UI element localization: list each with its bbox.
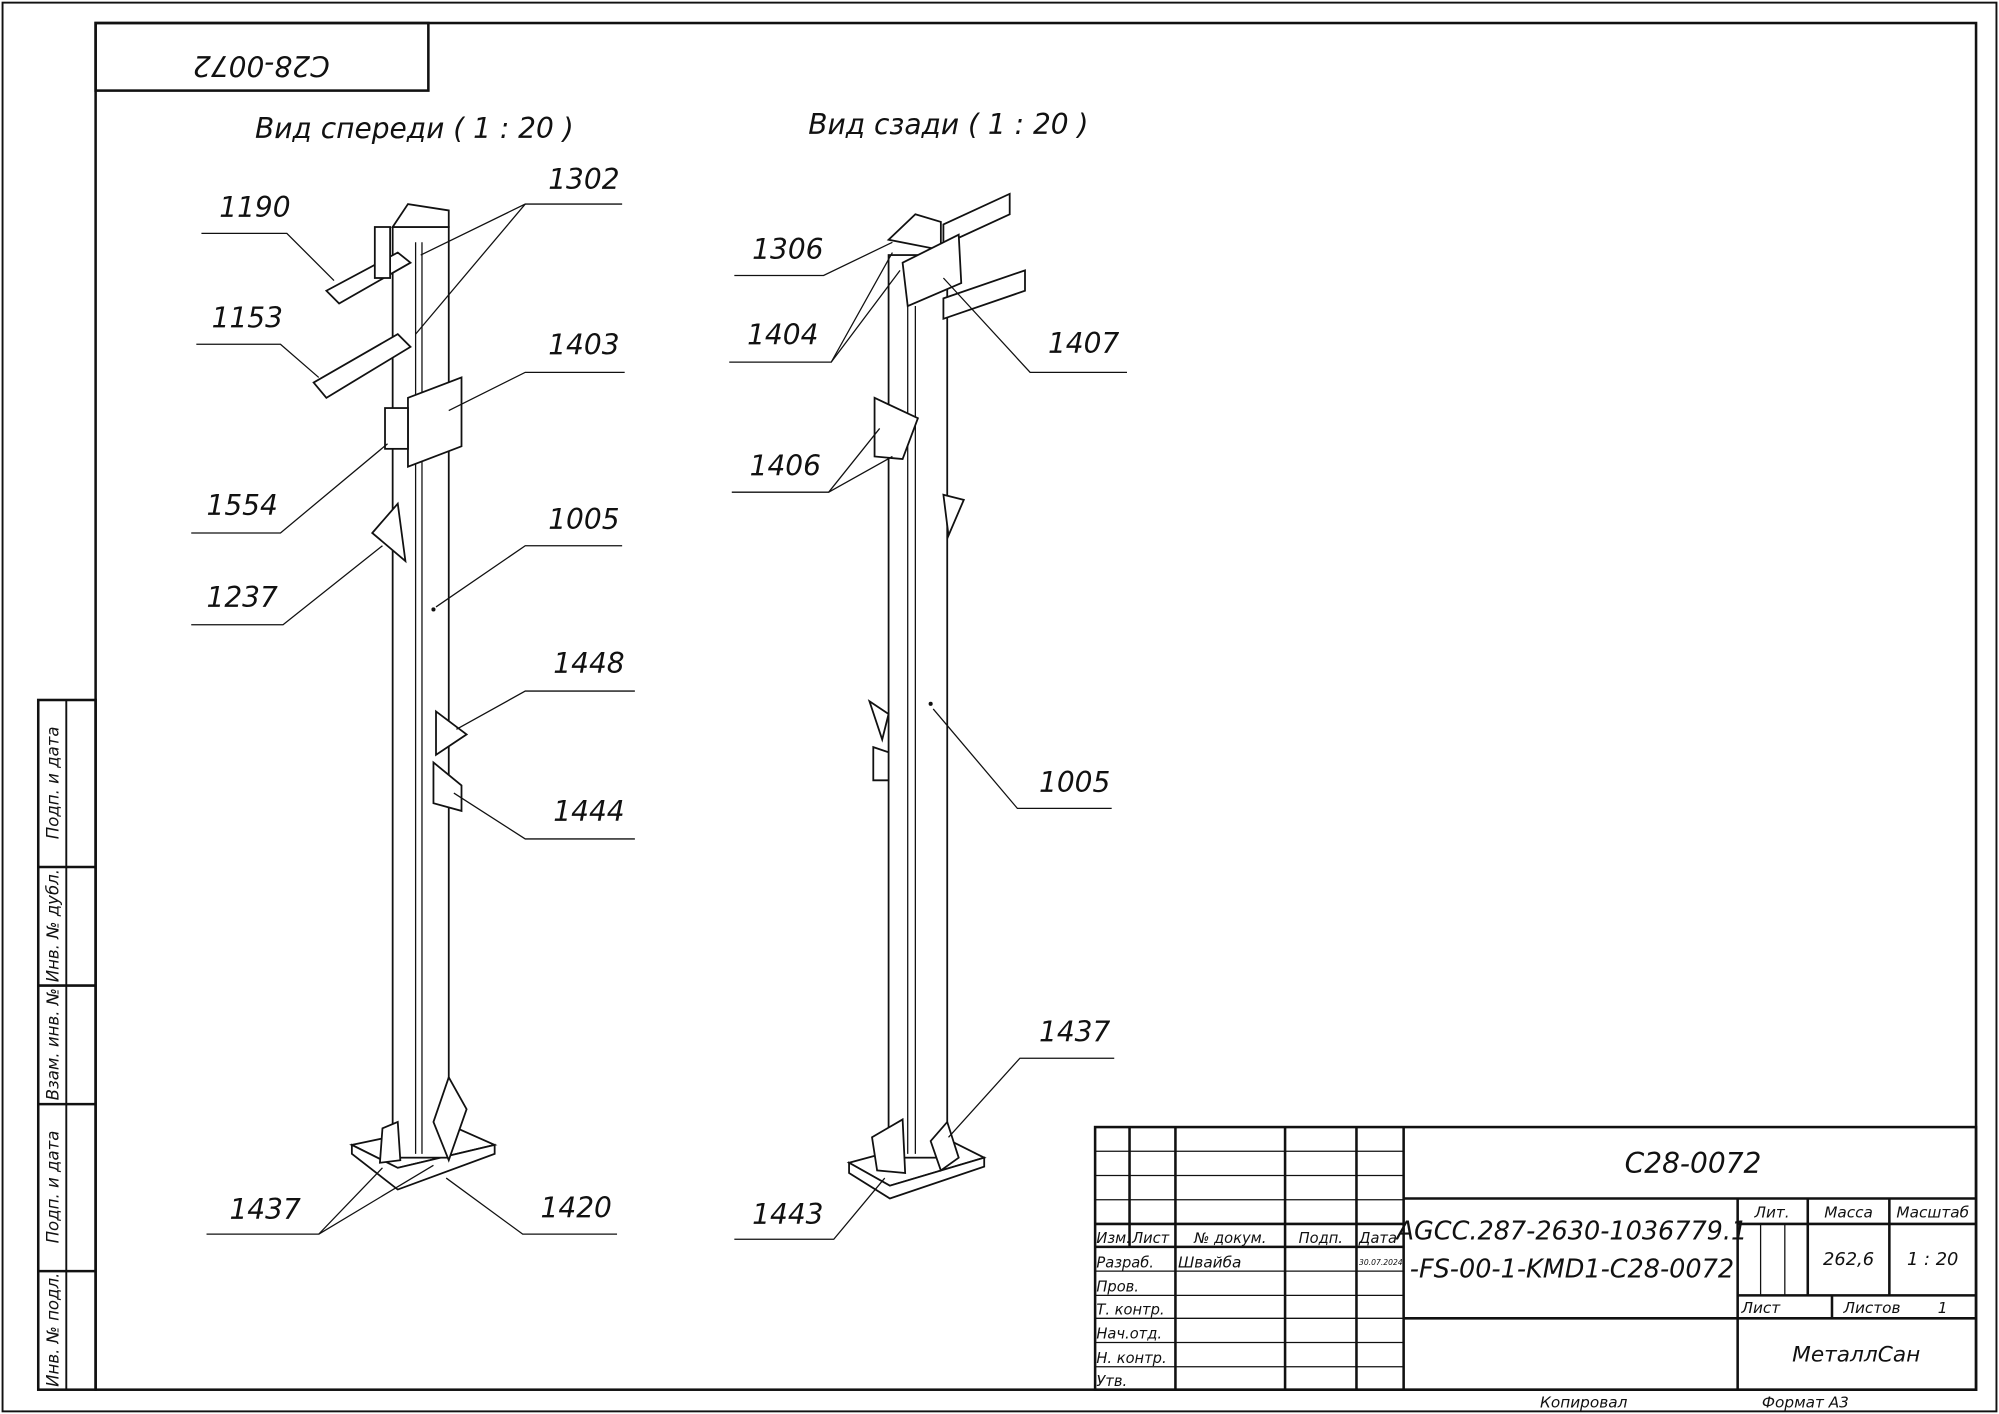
callout-label: 1302 xyxy=(548,163,619,196)
header-date: Дата xyxy=(1358,1230,1397,1247)
back-view-title: Вид сзади ( 1 : 20 ) xyxy=(808,108,1088,141)
side-stamp-label: Инв. № дубл. xyxy=(44,869,63,982)
header-sign: Подп. xyxy=(1299,1230,1343,1247)
document-code-line-1: AGCC.287-2630-1036779.1 xyxy=(1395,1216,1748,1246)
callout-label: 1448 xyxy=(553,647,624,680)
side-stamp-label: Подп. и дата xyxy=(44,726,63,839)
front-column-drawing xyxy=(312,203,498,1191)
side-stamp: Подп. и дата Инв. № дубл. Взам. инв. № П… xyxy=(36,698,97,1391)
callout-label: 1444 xyxy=(553,795,624,828)
callout-label: 1407 xyxy=(1048,327,1120,360)
role-label: Т. контр. xyxy=(1096,1301,1164,1318)
callout-label: 1420 xyxy=(541,1192,612,1225)
side-stamp-label: Инв. № подл. xyxy=(44,1273,63,1387)
role-label: Нач.отд. xyxy=(1096,1326,1162,1343)
copied-label: Копировал xyxy=(1540,1394,1628,1412)
designation: C28-0072 xyxy=(1625,1147,1762,1180)
back-column-drawing xyxy=(846,192,1026,1200)
callout-label: 1403 xyxy=(548,328,619,361)
developer-date: 30.07.2024 xyxy=(1359,1258,1403,1267)
sheets-label: Листов xyxy=(1842,1299,1900,1317)
callout-label: 1005 xyxy=(548,503,619,536)
document-code-line-2: -FS-00-1-KMD1-C28-0072 xyxy=(1410,1255,1734,1285)
scale-value: 1 : 20 xyxy=(1907,1249,1958,1270)
callout-label: 1406 xyxy=(750,450,821,483)
developer-name: Швайба xyxy=(1178,1253,1241,1271)
role-label: Пров. xyxy=(1096,1279,1139,1296)
side-stamp-label: Взам. инв. № xyxy=(44,988,63,1100)
lit-label: Лит. xyxy=(1753,1204,1789,1222)
corner-stamp: C28-0072 xyxy=(193,49,330,82)
header-izm: Изм. xyxy=(1096,1230,1130,1247)
callout-label: 1005 xyxy=(1039,766,1110,799)
title-block xyxy=(1093,1125,1978,1391)
callout-label: 1437 xyxy=(1039,1016,1111,1049)
callout-label: 1190 xyxy=(219,191,290,224)
callout-label: 1443 xyxy=(752,1198,823,1231)
header-list: Лист xyxy=(1131,1230,1170,1247)
mass-value: 262,6 xyxy=(1823,1249,1874,1270)
sheet-label: Лист xyxy=(1740,1299,1781,1317)
front-view-title: Вид спереди ( 1 : 20 ) xyxy=(255,112,574,145)
callout-label: 1153 xyxy=(212,302,283,335)
callout-label: 1237 xyxy=(207,581,279,614)
header-doc-no: № докум. xyxy=(1193,1230,1266,1247)
back-callouts xyxy=(729,241,1127,1240)
corner-stamp-box xyxy=(94,21,430,92)
mass-label: Масса xyxy=(1824,1204,1873,1222)
callout-label: 1437 xyxy=(229,1193,301,1226)
sheets-count: 1 xyxy=(1938,1299,1948,1317)
callout-label: 1306 xyxy=(752,233,823,266)
scale-label: Масштаб xyxy=(1896,1204,1969,1222)
role-label: Н. контр. xyxy=(1096,1350,1166,1367)
format-label: Формат А3 xyxy=(1762,1394,1849,1412)
company-name: МеталлСан xyxy=(1792,1343,1920,1368)
front-callouts xyxy=(191,203,635,1235)
callout-label: 1554 xyxy=(207,489,278,522)
role-label: Утв. xyxy=(1096,1373,1127,1390)
callout-label: 1404 xyxy=(747,318,818,351)
role-label: Разраб. xyxy=(1096,1254,1154,1271)
side-stamp-label: Подп. и дата xyxy=(44,1131,63,1244)
